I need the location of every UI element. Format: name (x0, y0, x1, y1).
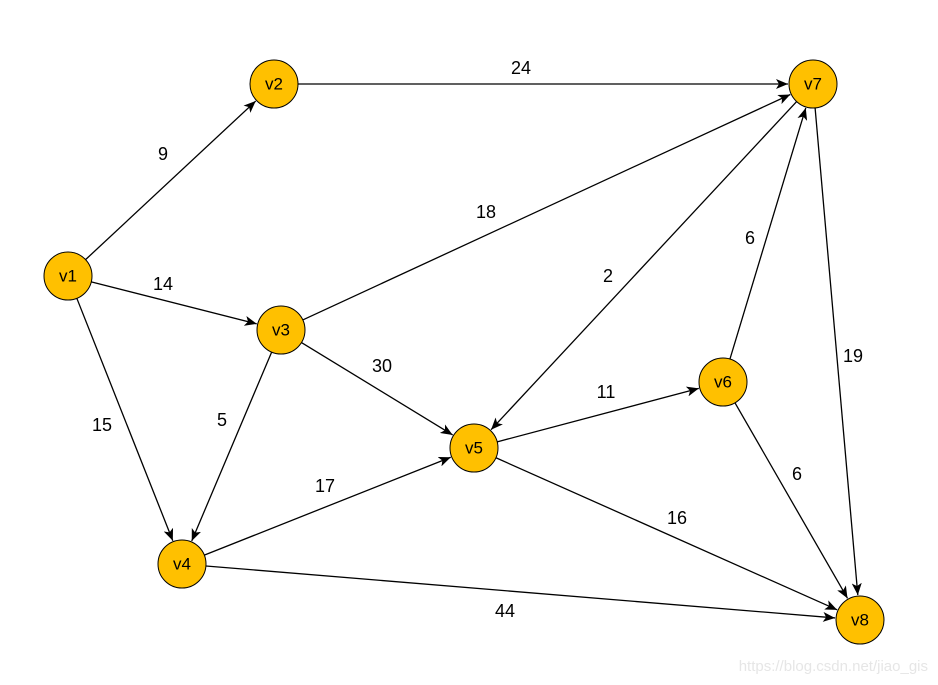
edge-v1-v3 (91, 281, 257, 326)
edge-weight-v1-v2: 9 (158, 144, 168, 164)
edges-layer: 9 14 15 24 18 30 5 17 44 11 16 2 6 6 19 (76, 58, 863, 622)
node-label-v7: v7 (804, 75, 822, 94)
edge-v3-v7 (302, 93, 791, 321)
node-v3: v3 (256, 305, 306, 355)
edge-v4-v5 (204, 456, 452, 556)
node-label-v5: v5 (465, 439, 483, 458)
nodes-layer: v1 v2 v3 v4 v5 v6 v7 v8 (43, 59, 885, 645)
node-v4: v4 (157, 539, 207, 589)
edge-v5-v8 (495, 457, 838, 611)
edge-weight-v1-v3: 14 (153, 274, 173, 294)
edge-v1-v4 (76, 298, 174, 541)
edge-weight-v7-v5: 2 (603, 266, 613, 286)
node-label-v8: v8 (851, 611, 869, 630)
node-circle-v8 (835, 595, 885, 645)
node-circle-v7 (788, 59, 838, 109)
node-v2: v2 (249, 59, 299, 109)
edge-v4-v8 (205, 565, 836, 622)
node-circle-v3 (256, 305, 306, 355)
node-v5: v5 (449, 423, 499, 473)
node-label-v2: v2 (265, 75, 283, 94)
edge-v6-v8 (734, 402, 849, 599)
edge-v5-v6 (497, 386, 700, 443)
node-circle-v6 (698, 357, 748, 407)
edge-weight-v6-v8: 6 (792, 464, 802, 484)
edge-weight-v3-v4: 5 (217, 410, 227, 430)
edge-weight-v2-v7: 24 (511, 58, 531, 78)
node-circle-v4 (157, 539, 207, 589)
node-label-v6: v6 (714, 373, 732, 392)
edge-weight-v6-v7: 6 (745, 228, 755, 248)
node-v6: v6 (698, 357, 748, 407)
node-v8: v8 (835, 595, 885, 645)
node-v1: v1 (43, 251, 93, 301)
watermark-text: https://blog.csdn.net/jiao_gis (738, 658, 928, 675)
node-label-v4: v4 (173, 555, 191, 574)
node-v7: v7 (788, 59, 838, 109)
edge-v6-v7 (729, 107, 808, 360)
node-label-v1: v1 (59, 267, 77, 286)
edge-weight-v5-v6: 11 (597, 382, 616, 402)
edge-weight-v4-v5: 17 (315, 476, 335, 496)
edge-weight-v7-v8: 19 (843, 346, 863, 366)
node-circle-v1 (43, 251, 93, 301)
edge-v3-v5 (301, 341, 454, 436)
edge-weight-v1-v4: 15 (92, 415, 112, 435)
node-label-v3: v3 (272, 321, 290, 340)
edge-weight-v5-v8: 16 (667, 508, 687, 528)
edge-v7-v8 (814, 107, 862, 596)
edge-v3-v4 (191, 351, 273, 542)
edge-weight-v4-v8: 44 (495, 601, 515, 621)
node-circle-v2 (249, 59, 299, 109)
edge-v7-v5 (490, 101, 798, 431)
edge-weight-v3-v7: 18 (476, 202, 496, 222)
edge-weight-v3-v5: 30 (372, 356, 392, 376)
edge-v1-v2 (85, 100, 257, 261)
node-circle-v5 (449, 423, 499, 473)
